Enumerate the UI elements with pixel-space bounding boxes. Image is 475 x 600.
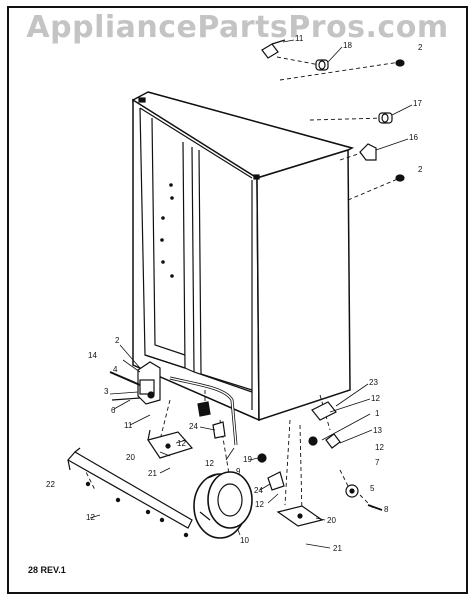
callout-10: 10 <box>240 536 249 545</box>
callout-12: 12 <box>205 459 214 468</box>
part-2-mid <box>395 174 405 182</box>
callout-7: 7 <box>375 458 380 467</box>
callout-4: 4 <box>113 365 118 374</box>
part-5-roller <box>345 484 359 498</box>
part-17-bushing <box>378 112 393 124</box>
cabinet <box>132 91 355 422</box>
callout-22: 22 <box>46 480 55 489</box>
drain-tube <box>169 376 238 446</box>
callout-12: 12 <box>86 513 95 522</box>
callout-14: 14 <box>88 351 97 360</box>
part-2-top <box>395 59 405 67</box>
callout-23: 23 <box>369 378 378 387</box>
callout-2: 2 <box>115 336 120 345</box>
part-16-hinge <box>359 143 377 161</box>
hinge-assembly-left <box>109 361 161 405</box>
callout-18: 18 <box>343 41 352 50</box>
callout-11: 11 <box>124 421 133 430</box>
callout-3: 3 <box>104 387 109 396</box>
part-23-bracket <box>311 401 337 421</box>
callout-2: 2 <box>418 43 423 52</box>
callout-19: 19 <box>243 455 252 464</box>
callout-6: 6 <box>111 406 116 415</box>
callout-12: 12 <box>371 394 380 403</box>
callout-24: 24 <box>254 486 263 495</box>
callout-11: 11 <box>295 34 304 43</box>
callout-5: 5 <box>370 484 375 493</box>
bracket-20-right <box>267 471 324 527</box>
condenser-ring-10 <box>193 471 253 539</box>
revision-note: 28 REV.1 <box>28 565 66 575</box>
callout-1: 1 <box>375 409 380 418</box>
part-8-screw <box>367 504 383 511</box>
callout-21: 21 <box>148 469 157 478</box>
part-13-clip <box>325 433 341 449</box>
callout-12: 12 <box>255 500 264 509</box>
part-18-bushing <box>315 59 329 71</box>
callout-24: 24 <box>189 422 198 431</box>
callout-8: 8 <box>384 505 389 514</box>
leader-lines <box>89 39 413 549</box>
toe-grille-22 <box>67 447 193 538</box>
callout-12: 12 <box>177 439 186 448</box>
callout-17: 17 <box>413 99 422 108</box>
bracket-20-left <box>147 429 194 459</box>
part-11-top <box>261 39 286 59</box>
callout-20: 20 <box>126 453 135 462</box>
callout-2: 2 <box>418 165 423 174</box>
callout-16: 16 <box>409 133 418 142</box>
callout-labels: 11 18 2 17 16 2 2 14 4 3 6 11 23 12 1 13… <box>46 34 423 553</box>
callout-20: 20 <box>327 516 336 525</box>
callout-13: 13 <box>373 426 382 435</box>
callout-21: 21 <box>333 544 342 553</box>
watermark: AppliancePartsPros.com <box>26 10 449 45</box>
callout-12: 12 <box>375 443 384 452</box>
callout-9: 9 <box>236 467 241 476</box>
diagram-border <box>7 6 468 594</box>
